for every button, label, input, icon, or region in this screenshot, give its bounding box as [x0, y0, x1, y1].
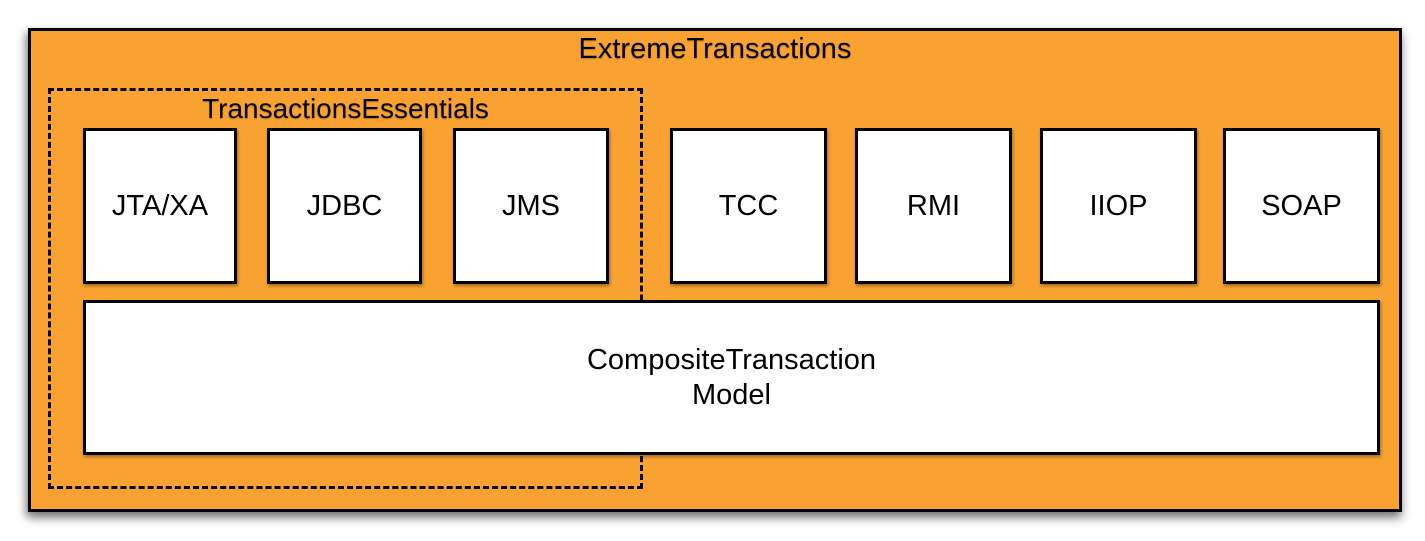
module-box-tcc: TCC — [670, 128, 827, 284]
module-box-jms: JMS — [453, 128, 609, 284]
module-box-soap: SOAP — [1223, 128, 1380, 284]
module-box-rmi: RMI — [855, 128, 1012, 284]
transactionsessentials-group: TransactionsEssentials — [48, 88, 643, 489]
composite-transaction-model-box: CompositeTransaction Model — [83, 300, 1380, 455]
base-module-label-line1: CompositeTransaction — [586, 343, 877, 376]
module-box-iiop: IIOP — [1040, 128, 1197, 284]
group-label: TransactionsEssentials — [202, 93, 489, 124]
base-module-label-line2: Model — [692, 378, 771, 411]
module-box-jta-xa: JTA/XA — [83, 128, 237, 284]
container-title: ExtremeTransactions — [578, 33, 852, 65]
extremetransactions-container: ExtremeTransactions TransactionsEssentia… — [28, 28, 1402, 512]
module-box-jdbc: JDBC — [267, 128, 422, 284]
